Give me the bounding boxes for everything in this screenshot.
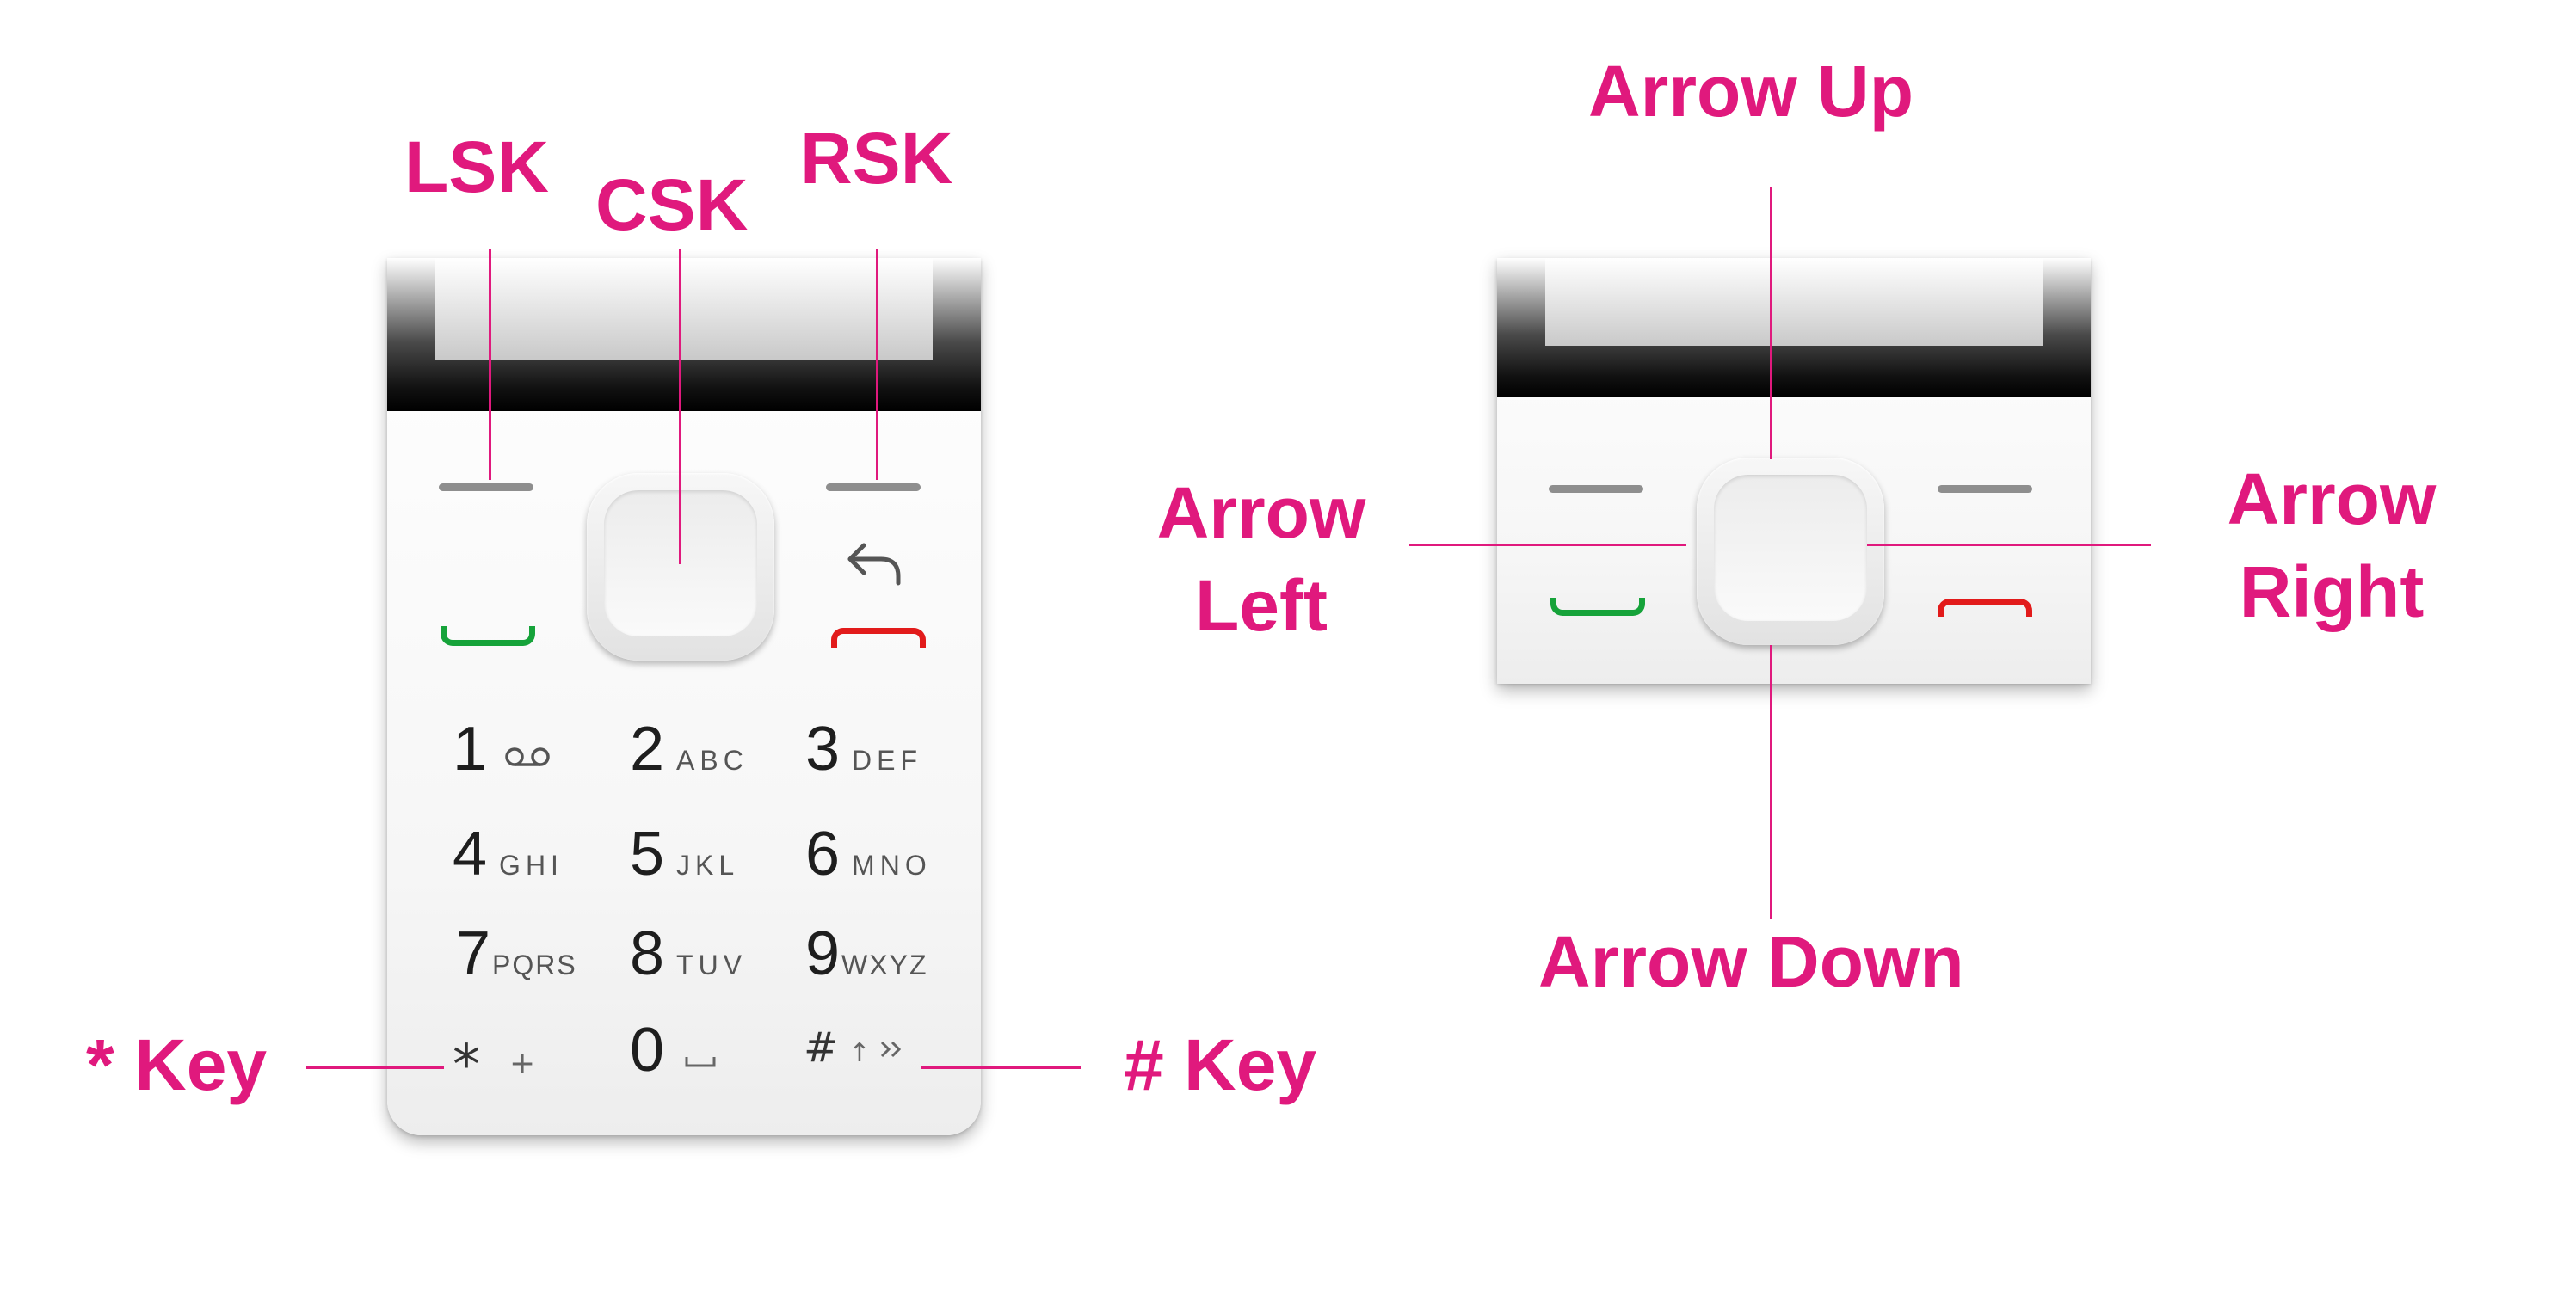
arrow-right-leader-line <box>1867 544 2151 546</box>
key-star[interactable]: * + <box>453 1023 536 1097</box>
csk-leader-line <box>679 249 681 564</box>
star-symbol: * <box>453 1034 480 1097</box>
key-5-letters: JKL <box>676 850 740 881</box>
arrow-up-label: Arrow Up <box>1588 51 1914 132</box>
key-4-digit: 4 <box>453 820 488 888</box>
plus-symbol: + <box>509 1046 536 1081</box>
key-hash[interactable]: # ↑ <box>804 1023 908 1072</box>
call-key[interactable] <box>441 626 535 646</box>
key-1[interactable]: 1 <box>453 714 552 784</box>
input-mode-icon <box>881 1041 902 1058</box>
back-arrow-icon <box>847 543 901 586</box>
star-key-leader-line <box>306 1066 444 1069</box>
key-7[interactable]: 7 PQRS <box>456 919 577 989</box>
key-7-letters: PQRS <box>492 950 577 980</box>
arrow-down-label: Arrow Down <box>1538 921 1964 1002</box>
key-0[interactable]: 0 <box>630 1015 718 1085</box>
phone-screen-bezel <box>387 258 981 411</box>
csk-label: CSK <box>595 164 749 245</box>
nav-screen-bezel <box>1497 258 2091 397</box>
arrow-left-label: Arrow Left <box>1144 466 1378 652</box>
hash-symbol: # <box>804 1023 839 1072</box>
arrow-left-leader-line <box>1409 544 1686 546</box>
hash-key-label: # Key <box>1124 1024 1317 1105</box>
hash-key-leader-line <box>921 1066 1081 1069</box>
nav-right-soft-key[interactable] <box>1938 485 2032 493</box>
arrow-right-label-line2: Right <box>2239 551 2425 632</box>
nav-screen <box>1545 258 2043 346</box>
key-8[interactable]: 8 TUV <box>630 919 747 989</box>
phone-screen <box>435 258 933 360</box>
key-4-letters: GHI <box>499 850 564 881</box>
right-soft-key[interactable] <box>826 483 921 491</box>
nav-end-call-key[interactable] <box>1938 599 2032 617</box>
key-9-digit: 9 <box>805 919 841 988</box>
left-soft-key[interactable] <box>439 483 533 491</box>
arrow-down-leader-line <box>1770 645 1772 919</box>
key-1-digit: 1 <box>453 715 488 784</box>
lsk-leader-line <box>489 249 491 480</box>
key-6[interactable]: 6 MNO <box>805 819 932 889</box>
key-4[interactable]: 4 GHI <box>453 819 564 889</box>
key-8-digit: 8 <box>630 919 665 988</box>
space-icon <box>685 1057 716 1067</box>
rsk-leader-line <box>876 249 878 480</box>
key-2-letters: ABC <box>676 745 749 776</box>
navigation-pad[interactable] <box>1697 458 1884 645</box>
lsk-label: LSK <box>404 126 549 207</box>
key-9[interactable]: 9 WXYZ <box>805 919 927 989</box>
key-0-digit: 0 <box>630 1016 665 1085</box>
key-6-letters: MNO <box>852 850 932 881</box>
key-5[interactable]: 5 JKL <box>630 819 739 889</box>
navigation-pad-face <box>1714 475 1867 621</box>
phone-navigation-detail <box>1497 258 2091 684</box>
key-2-digit: 2 <box>630 715 665 784</box>
key-5-digit: 5 <box>630 820 665 888</box>
arrow-left-label-line2: Left <box>1195 565 1328 646</box>
arrow-right-label: Arrow Right <box>2215 452 2449 638</box>
shift-symbol: ↑ <box>848 1038 871 1068</box>
key-3-digit: 3 <box>805 715 841 784</box>
key-9-letters: WXYZ <box>841 950 928 980</box>
arrow-up-leader-line <box>1770 187 1772 459</box>
star-key-label: * Key <box>86 1024 268 1105</box>
key-6-digit: 6 <box>805 820 841 888</box>
voicemail-icon <box>505 747 550 766</box>
key-3-letters: DEF <box>852 745 923 776</box>
nav-call-key[interactable] <box>1550 598 1645 616</box>
key-3[interactable]: 3 DEF <box>805 714 922 784</box>
arrow-right-label-line1: Arrow <box>2227 458 2437 539</box>
phone-keypad-device: 1 2 ABC 3 DEF 4 GHI 5 JKL 6 MNO 7 PQRS 8… <box>387 258 981 1135</box>
arrow-left-label-line1: Arrow <box>1156 472 1366 553</box>
key-7-digit: 7 <box>456 919 491 988</box>
end-call-key[interactable] <box>831 628 926 648</box>
key-2[interactable]: 2 ABC <box>630 714 749 784</box>
rsk-label: RSK <box>800 118 953 199</box>
key-8-letters: TUV <box>676 950 748 980</box>
nav-left-soft-key[interactable] <box>1549 485 1643 493</box>
